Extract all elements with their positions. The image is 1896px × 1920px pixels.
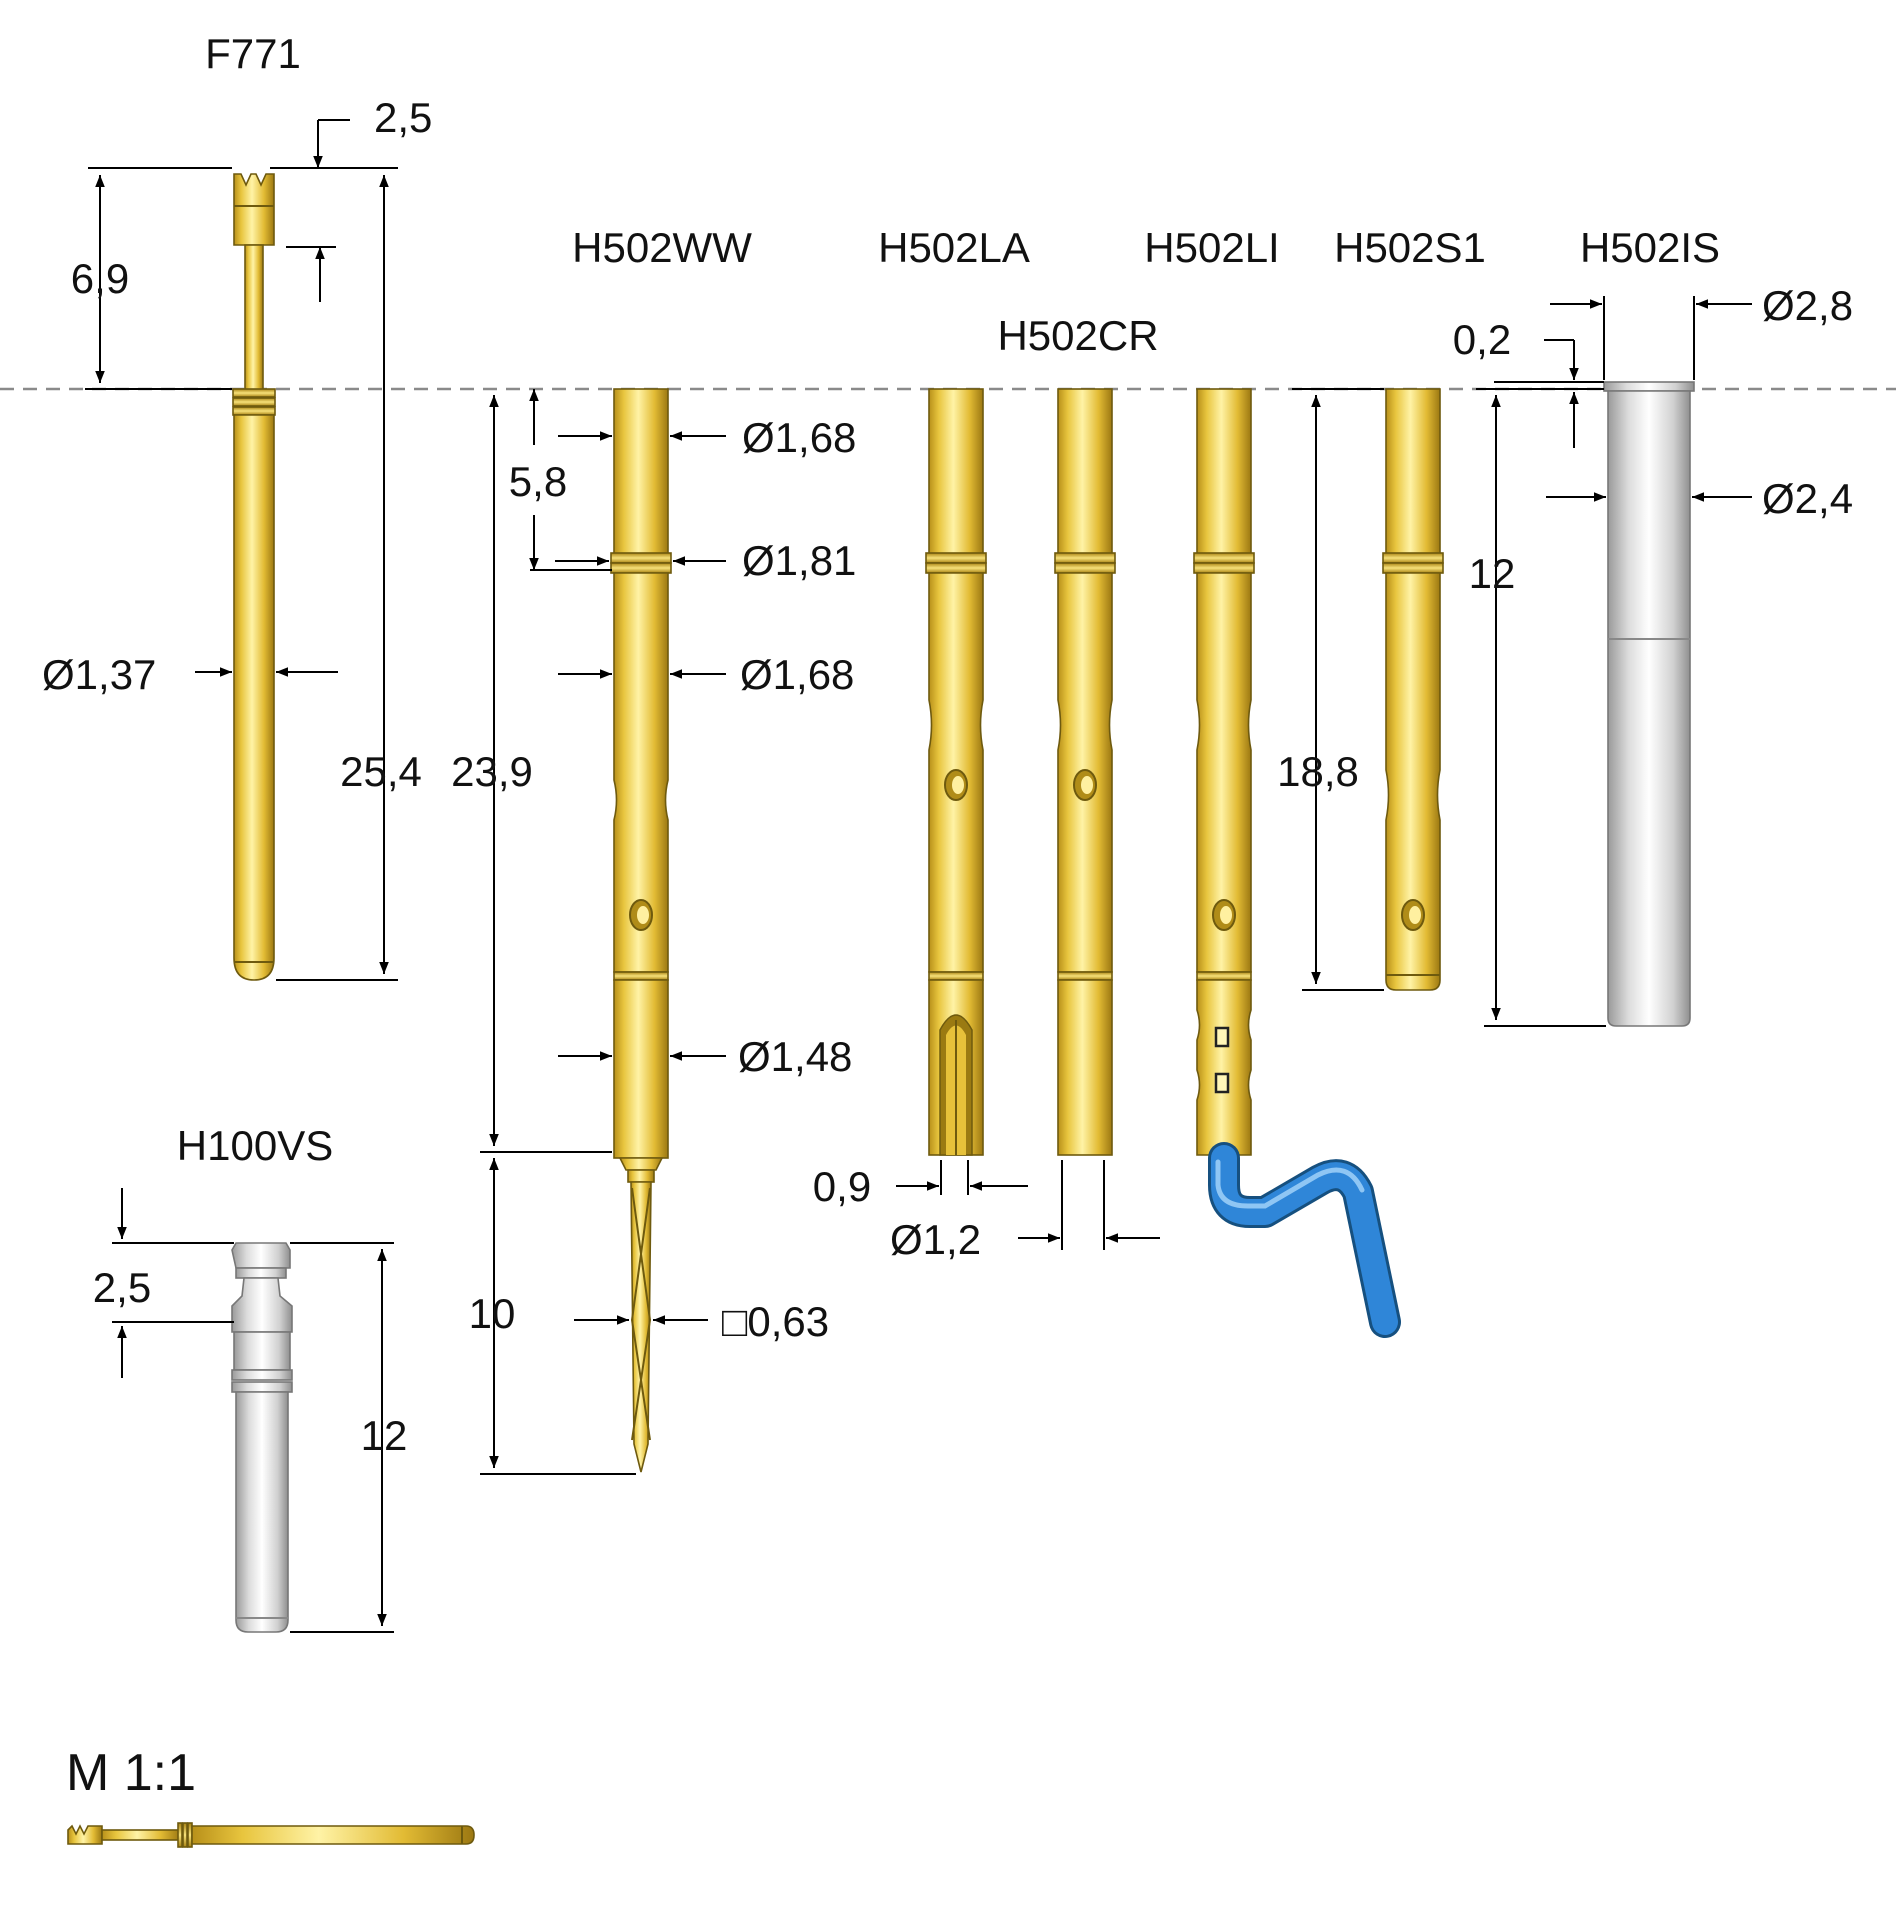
f771-diameter-dim: Ø1,37 (42, 651, 156, 698)
h502ww-diameter-ring-dim: Ø1,81 (742, 537, 856, 584)
f771-dimensions (85, 119, 398, 981)
scale-label: M 1:1 (66, 1744, 196, 1802)
h100vs-head-dim: 2,5 (93, 1264, 151, 1311)
h502is-insulator (1603, 381, 1695, 1027)
h502is-label: H502IS (1580, 224, 1720, 271)
h502cr-receptacle (1054, 388, 1116, 1156)
scale-probe (67, 1822, 475, 1848)
h502ww-square-dim: □0,63 (722, 1298, 829, 1345)
h502s1-dimensions (1292, 388, 1384, 991)
h502ww-label: H502WW (572, 224, 752, 271)
h502is-outer-diameter-dim: Ø2,8 (1762, 282, 1853, 329)
f771-head-dim: 6,9 (71, 255, 129, 302)
h502ww-diameter-mid-dim: Ø1,68 (740, 651, 854, 698)
h502la-receptacle (925, 388, 987, 1156)
h100vs-label: H100VS (177, 1122, 333, 1169)
h502cr-dimensions (1018, 1160, 1160, 1250)
f771-label: F771 (205, 30, 301, 77)
h502ww-pin-length-dim: 10 (469, 1290, 516, 1337)
h502li-receptacle (1193, 388, 1255, 1156)
h100vs-length-dim: 12 (361, 1412, 408, 1459)
h502is-dimensions (1476, 296, 1752, 1027)
h502la-dimensions (896, 1160, 1028, 1195)
h502li-wire (1208, 1142, 1401, 1338)
h502ww-diameter-top-dim: Ø1,68 (742, 414, 856, 461)
h502ww-length-dim: 23,9 (451, 748, 533, 795)
h502ww-receptacle (610, 388, 672, 1473)
h502ww-diameter-low-dim: Ø1,48 (738, 1033, 852, 1080)
h100vs-receptacle (231, 1242, 293, 1633)
h502li-label: H502LI (1144, 224, 1279, 271)
h502la-slot-dim: 0,9 (813, 1163, 871, 1210)
h502is-length-dim: 12 (1469, 550, 1516, 597)
h502cr-diameter-dim: Ø1,2 (890, 1216, 981, 1263)
h502cr-label: H502CR (997, 312, 1158, 359)
h502s1-length-dim: 18,8 (1277, 748, 1359, 795)
h502is-collar-dim: 0,2 (1453, 316, 1511, 363)
h502s1-receptacle (1382, 388, 1444, 991)
h502la-label: H502LA (878, 224, 1030, 271)
f771-tip-dim: 2,5 (374, 94, 432, 141)
h502ww-ring-position-dim: 5,8 (509, 458, 567, 505)
h502is-inner-diameter-dim: Ø2,4 (1762, 475, 1853, 522)
h100vs-dimensions (112, 1188, 394, 1633)
f771-length-dim: 25,4 (340, 748, 422, 795)
f771-probe (232, 173, 276, 981)
h502ww-dimensions (480, 389, 726, 1475)
h502s1-label: H502S1 (1334, 224, 1486, 271)
